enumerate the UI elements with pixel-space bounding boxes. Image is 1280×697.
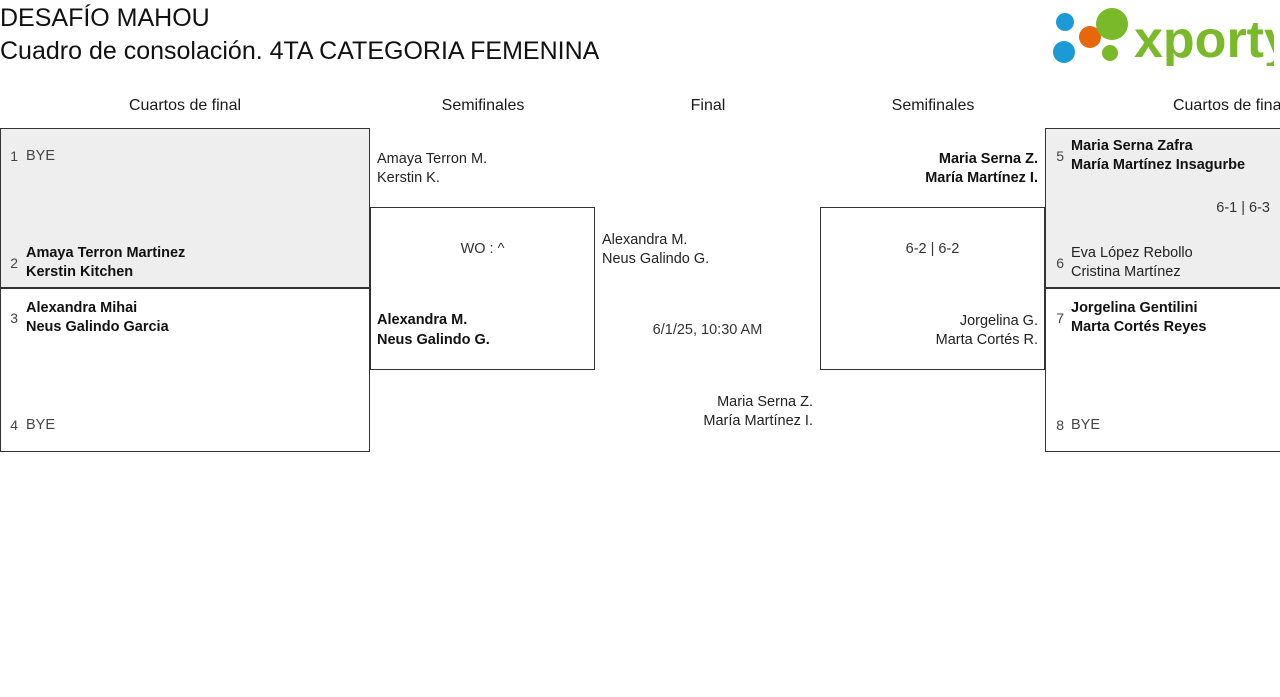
- team-qf3-top-line2: María Martínez Insagurbe: [1071, 157, 1246, 173]
- team-qf2-bottom: BYE: [26, 417, 56, 433]
- seed-number-2: 2: [10, 255, 18, 271]
- team-sf-left-bottom-line1: Alexandra M.: [377, 312, 468, 328]
- team-sf-left-bottom-line2: Neus Galindo G.: [377, 332, 490, 348]
- team-qf4-bottom: BYE: [1071, 417, 1101, 433]
- match-box-qf3[interactable]: [1045, 128, 1280, 288]
- round-header-semifinals-right: Semifinales: [891, 97, 975, 114]
- tournament-name: DESAFÍO MAHOU: [0, 4, 210, 32]
- team-final-left-line2: Neus Galindo G.: [602, 251, 710, 267]
- round-header-final: Final: [690, 97, 726, 114]
- match-box-qf4[interactable]: [1045, 288, 1280, 452]
- team-qf4-top-line1: Jorgelina Gentilini: [1071, 300, 1198, 316]
- match-box-sf-left[interactable]: [370, 207, 595, 370]
- team-qf2-top-line2: Neus Galindo Garcia: [26, 319, 169, 335]
- xporty-logo[interactable]: xporty: [1048, 8, 1274, 66]
- team-qf3-bottom-line2: Cristina Martínez: [1071, 264, 1181, 280]
- team-qf2-top-line1: Alexandra Mihai: [26, 300, 138, 316]
- seed-number-8: 8: [1056, 417, 1064, 433]
- team-sf-right-top-line2: María Martínez I.: [925, 170, 1038, 186]
- team-qf1-bottom-line2: Kerstin Kitchen: [26, 264, 134, 280]
- seed-number-3: 3: [10, 310, 18, 326]
- score-sf-left: WO : ^: [460, 241, 505, 257]
- score-qf3: 6-1 | 6-3: [1216, 200, 1270, 216]
- final-datetime: 6/1/25, 10:30 AM: [652, 322, 763, 338]
- round-header-quarters-left: Cuartos de final: [128, 97, 242, 114]
- seed-number-7: 7: [1056, 310, 1064, 326]
- round-header-semifinals-left: Semifinales: [441, 97, 525, 114]
- team-sf-left-top-line1: Amaya Terron M.: [377, 151, 488, 167]
- match-box-sf-right[interactable]: [820, 207, 1045, 370]
- team-qf4-top-line2: Marta Cortés Reyes: [1071, 319, 1207, 335]
- score-sf-right: 6-2 | 6-2: [905, 241, 960, 257]
- team-qf3-bottom-line1: Eva López Rebollo: [1071, 245, 1193, 261]
- page-title: DESAFÍO MAHOU Cuadro de consolación. 4TA…: [0, 2, 599, 68]
- seed-number-1: 1: [10, 148, 18, 164]
- svg-text:xporty: xporty: [1134, 11, 1274, 66]
- team-sf-right-top-line1: Maria Serna Z.: [938, 151, 1038, 167]
- team-qf1-top: BYE: [26, 148, 56, 164]
- match-box-qf1[interactable]: [0, 128, 370, 288]
- team-qf1-bottom-line1: Amaya Terron Martinez: [26, 245, 186, 261]
- team-qf3-top-line1: Maria Serna Zafra: [1071, 138, 1193, 154]
- round-header-quarters-right: Cuartos de final: [1172, 97, 1280, 114]
- match-box-qf2[interactable]: [0, 288, 370, 452]
- tournament-subtitle: Cuadro de consolación. 4TA CATEGORIA FEM…: [0, 37, 600, 65]
- team-final-right-line1: Maria Serna Z.: [717, 394, 813, 410]
- team-sf-right-bottom-line1: Jorgelina G.: [959, 313, 1038, 329]
- team-final-left-line1: Alexandra M.: [602, 232, 688, 248]
- team-final-right-line2: María Martínez I.: [703, 413, 813, 429]
- team-sf-right-bottom-line2: Marta Cortés R.: [935, 332, 1038, 348]
- seed-number-6: 6: [1056, 255, 1064, 271]
- seed-number-5: 5: [1056, 148, 1064, 164]
- seed-number-4: 4: [10, 417, 18, 433]
- team-sf-left-top-line2: Kerstin K.: [377, 170, 440, 186]
